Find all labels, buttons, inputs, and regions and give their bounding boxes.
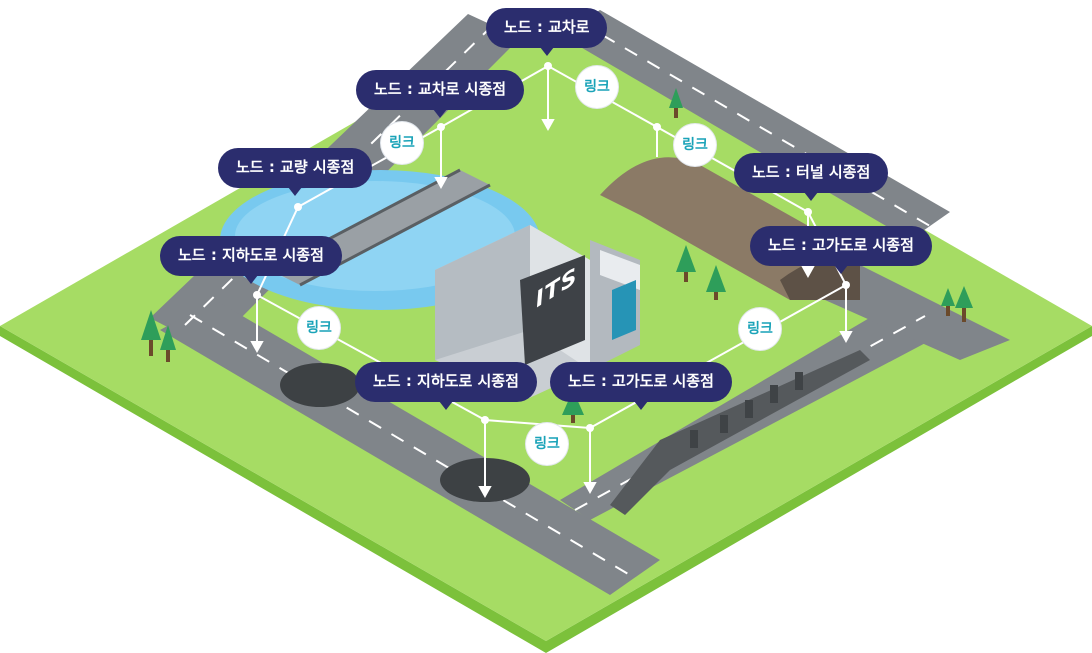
node-label-intersection: 노드 : 교차로: [486, 8, 608, 56]
link-badge: 링크: [576, 66, 618, 108]
elevated-pillars: [690, 372, 803, 448]
node-dots: [253, 62, 850, 432]
node-label-intersection-endpoint: 노드 : 교차로 시종점: [356, 70, 525, 118]
node-label-underpass-endpoint-bottom: 노드 : 지하도로 시종점: [355, 362, 537, 410]
link-badge: 링크: [381, 122, 423, 164]
trees: [141, 88, 973, 423]
node-label-underpass-endpoint-left: 노드 : 지하도로 시종점: [160, 236, 342, 284]
link-badge: 링크: [674, 124, 716, 166]
its-building: [435, 225, 640, 400]
node-label-tunnel-endpoint: 노드 : 터널 시종점: [734, 153, 889, 201]
node-pointers: [250, 66, 853, 499]
link-badge: 링크: [298, 307, 340, 349]
elevated-road: [610, 350, 870, 515]
link-badge: 링크: [739, 308, 781, 350]
node-label-bridge-endpoint: 노드 : 교량 시종점: [218, 148, 373, 196]
node-label-overpass-endpoint-bottom: 노드 : 고가도로 시종점: [550, 362, 732, 410]
node-label-overpass-endpoint-right: 노드 : 고가도로 시종점: [750, 226, 932, 274]
link-badge: 링크: [526, 423, 568, 465]
road-lower-left: [160, 300, 660, 595]
underpass-ramp-left: [280, 363, 360, 407]
